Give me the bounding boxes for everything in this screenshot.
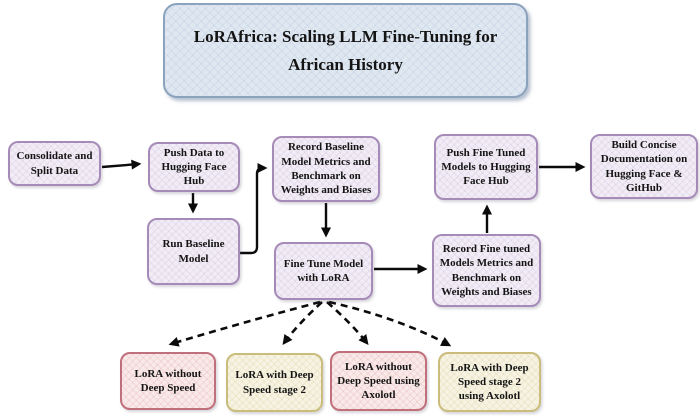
node-push-finetuned-models: Push Fine Tuned Models to Hugging Face H…: [434, 134, 538, 200]
node-label: Record Fine tuned Models Metrics and Ben…: [439, 242, 534, 298]
edge-fine-tune-to-lora-without-ds-axolotl: [326, 301, 369, 345]
node-run-baseline-model: Run Baseline Model: [147, 218, 240, 285]
node-label: Fine Tune Model with LoRA: [283, 257, 364, 284]
node-record-baseline-metrics: Record Baseline Model Metrics and Benchm…: [272, 136, 380, 202]
edge-fine-tune-to-lora-ds2-axolotl: [328, 300, 452, 347]
node-lora-deepspeed-stage2: LoRA with Deep Speed stage 2: [226, 353, 323, 412]
node-label: Record Baseline Model Metrics and Benchm…: [280, 141, 372, 197]
node-label: LoRA without Deep Speed: [134, 367, 202, 394]
node-fine-tune-lora: Fine Tune Model with LoRA: [274, 242, 373, 300]
node-label: LoRA without Deep Speed using Axolotl: [337, 360, 420, 402]
node-label: Consolidate and Split Data: [16, 150, 93, 177]
node-lora-without-deepspeed-axolotl: LoRA without Deep Speed using Axolotl: [330, 351, 427, 411]
node-label: Push Fine Tuned Models to Hugging Face H…: [441, 146, 531, 188]
title-box: LoRAfrica: Scaling LLM Fine-Tuning for A…: [163, 3, 528, 98]
node-label: Run Baseline Model: [162, 238, 225, 265]
node-build-documentation: Build Concise Documentation on Hugging F…: [590, 134, 698, 199]
node-lora-deepspeed-stage2-axolotl: LoRA with Deep Speed stage 2 using Axolo…: [438, 352, 541, 412]
node-label: LoRA with Deep Speed stage 2 using Axolo…: [450, 361, 529, 403]
node-push-data-hub: Push Data to Hugging Face Hub: [148, 142, 240, 192]
edge-fine-tune-to-lora-ds2: [282, 301, 323, 346]
node-label: LoRA with Deep Speed stage 2: [235, 369, 314, 396]
edge-fine-tune-to-lora-without-ds: [168, 300, 321, 347]
edge-run-baseline-to-record-baseline: [240, 163, 268, 255]
node-label: Push Data to Hugging Face Hub: [161, 146, 227, 188]
node-record-finetuned-metrics: Record Fine tuned Models Metrics and Ben…: [432, 234, 541, 307]
node-label: Build Concise Documentation on Hugging F…: [600, 138, 688, 194]
node-lora-without-deepspeed: LoRA without Deep Speed: [120, 352, 216, 410]
node-consolidate-split-data: Consolidate and Split Data: [8, 141, 101, 186]
diagram-title: LoRAfrica: Scaling LLM Fine-Tuning for A…: [193, 27, 498, 74]
edge-consolidate-to-push-data: [101, 159, 142, 170]
